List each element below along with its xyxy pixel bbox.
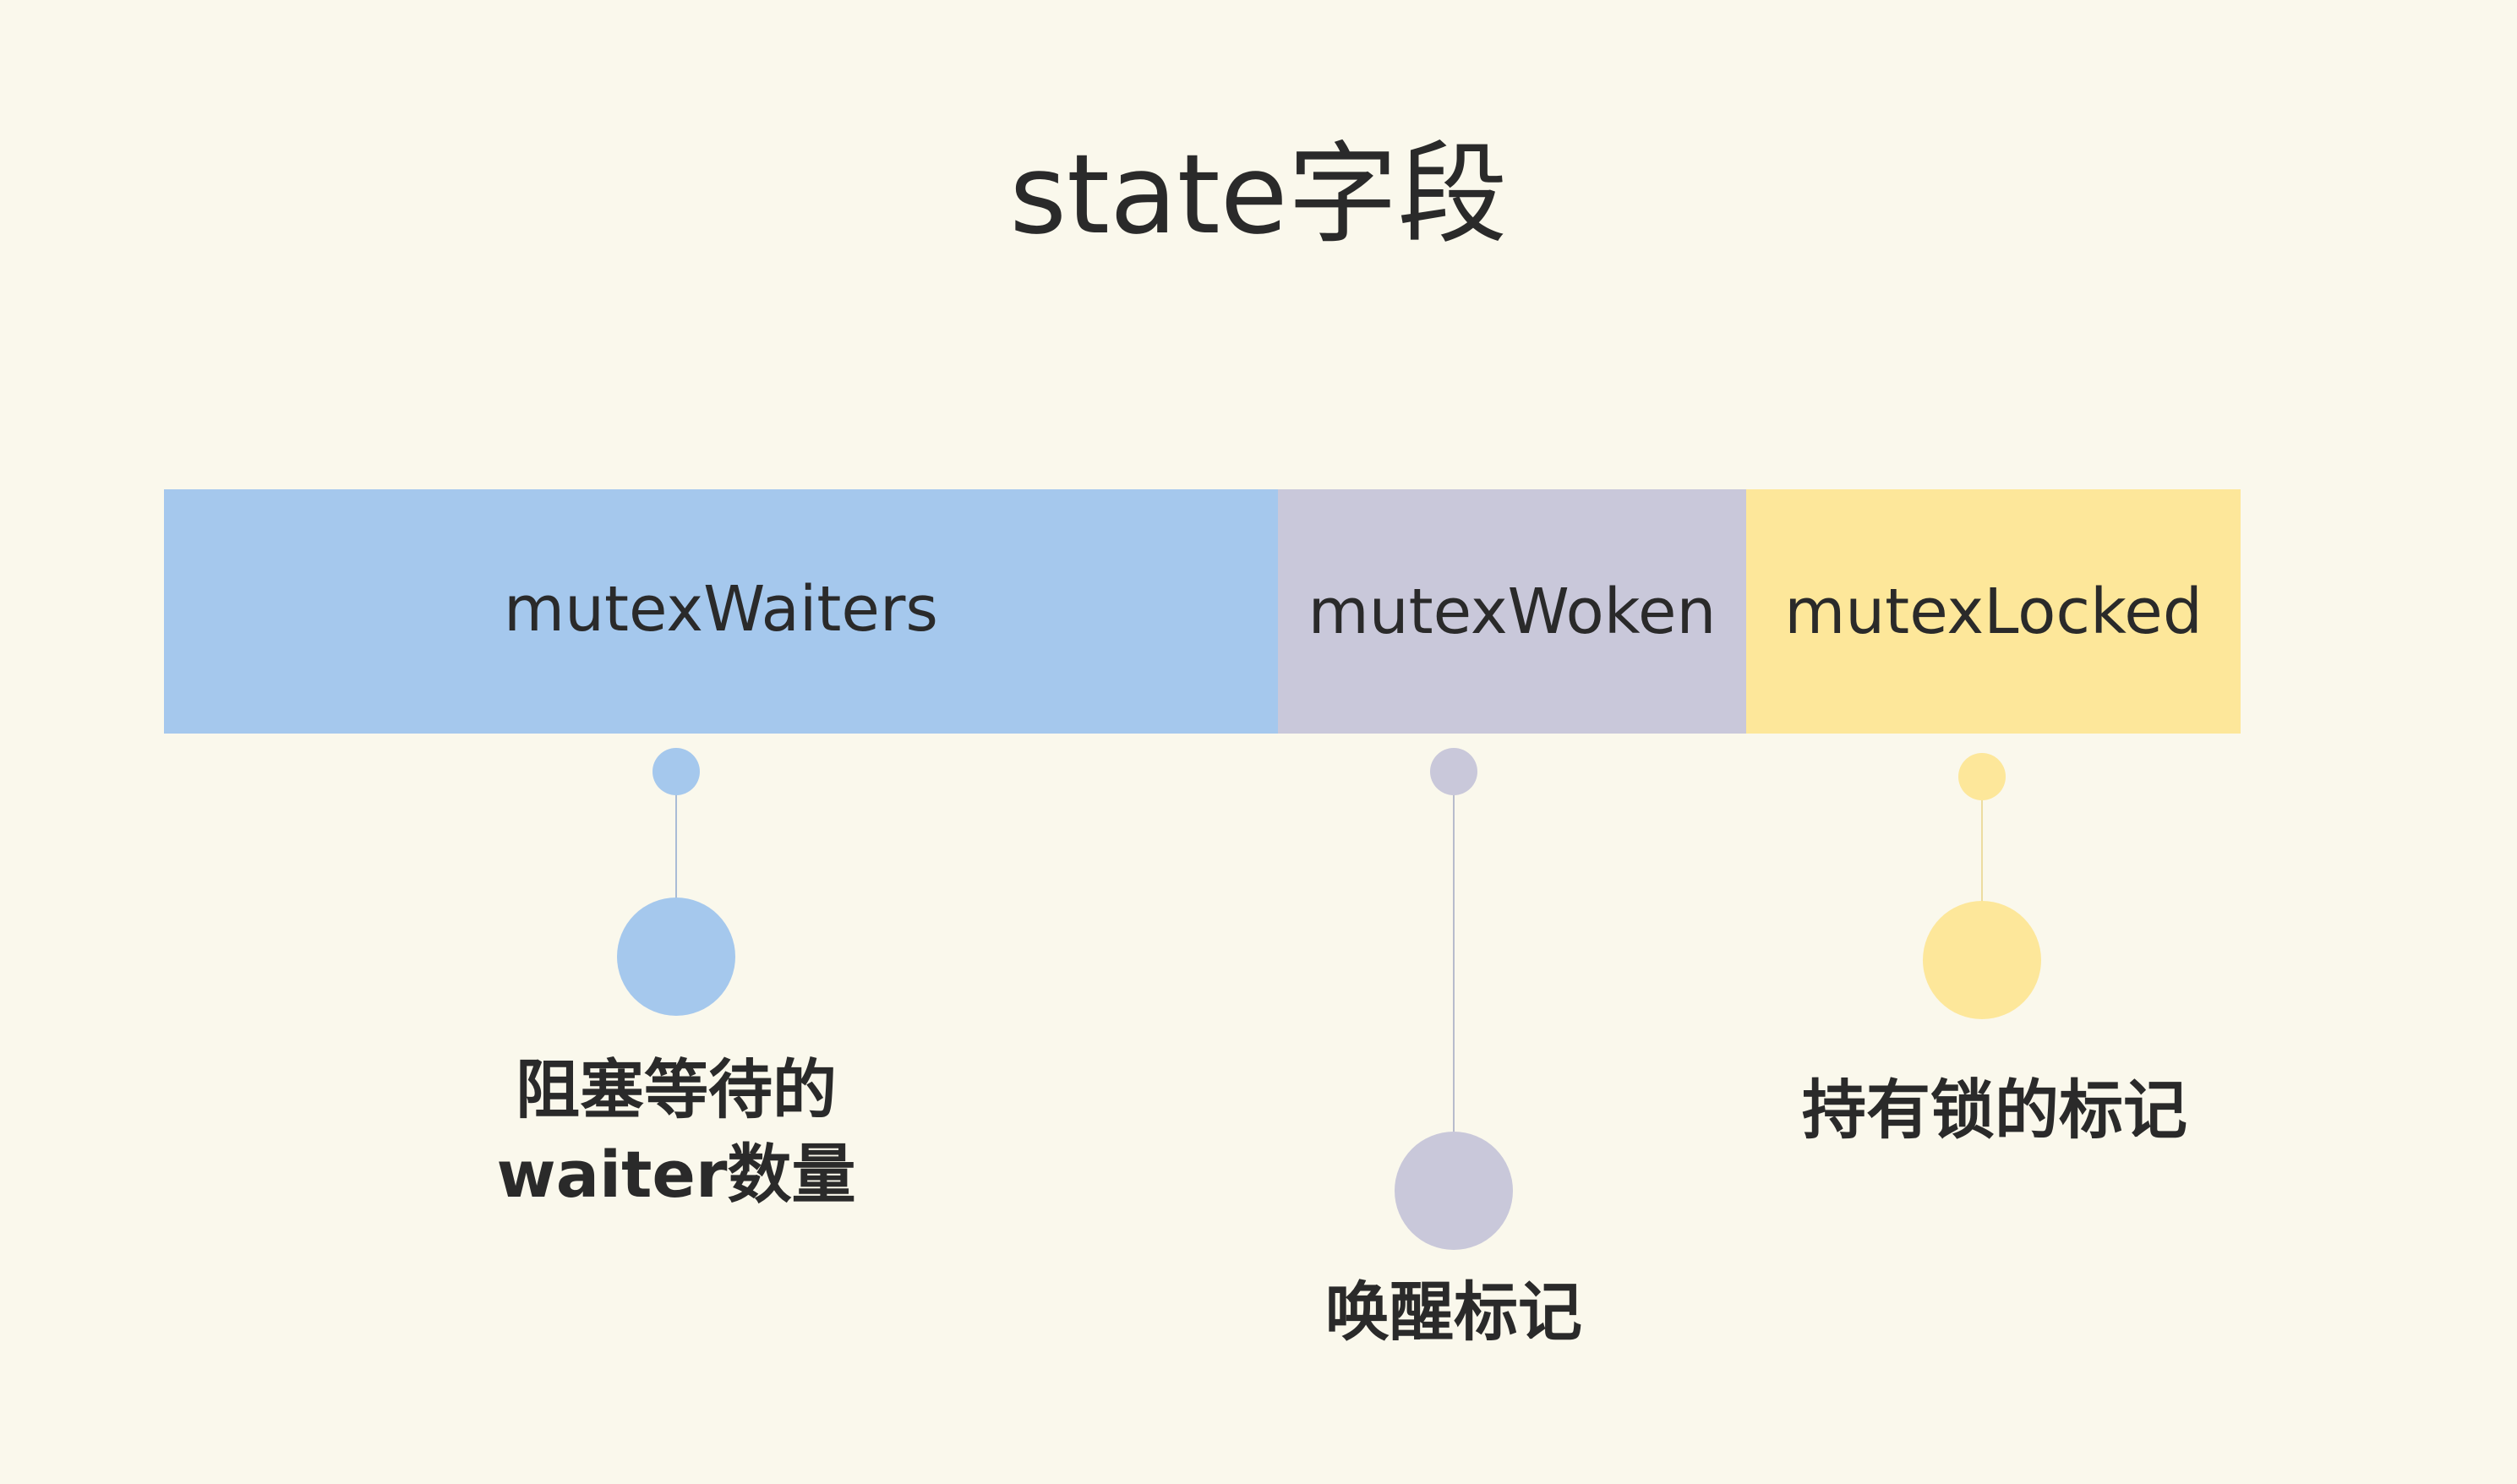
callout-line: 唤醒标记: [1325, 1274, 1582, 1350]
callout-line: 持有锁的标记: [1802, 1072, 2187, 1148]
connector-line: [675, 772, 677, 907]
segment-label: mutexLocked: [1784, 575, 2203, 648]
large-dot: [1923, 901, 2041, 1019]
connector-line: [1453, 772, 1455, 1135]
segment-mutex-locked: mutexLocked: [1746, 489, 2241, 734]
callout-line: 阻塞等待的: [516, 1052, 837, 1127]
segment-label: mutexWaiters: [504, 572, 938, 646]
callout-label-waiters: 阻塞等待的 waiter数量: [423, 1048, 930, 1217]
callout-line: waiter数量: [496, 1137, 856, 1212]
connector-line: [1981, 777, 1983, 903]
callout-label-woken: 唤醒标记: [1200, 1270, 1707, 1355]
large-dot: [1395, 1132, 1513, 1250]
diagram-title: state字段: [1009, 130, 1508, 259]
small-dot: [652, 748, 700, 795]
large-dot: [617, 897, 735, 1016]
small-dot: [1430, 748, 1477, 795]
callout-label-locked: 持有锁的标记: [1741, 1068, 2248, 1153]
small-dot: [1958, 753, 2006, 800]
segment-mutex-waiters: mutexWaiters: [164, 489, 1278, 734]
segment-label: mutexWoken: [1308, 575, 1717, 648]
segment-mutex-woken: mutexWoken: [1278, 489, 1746, 734]
